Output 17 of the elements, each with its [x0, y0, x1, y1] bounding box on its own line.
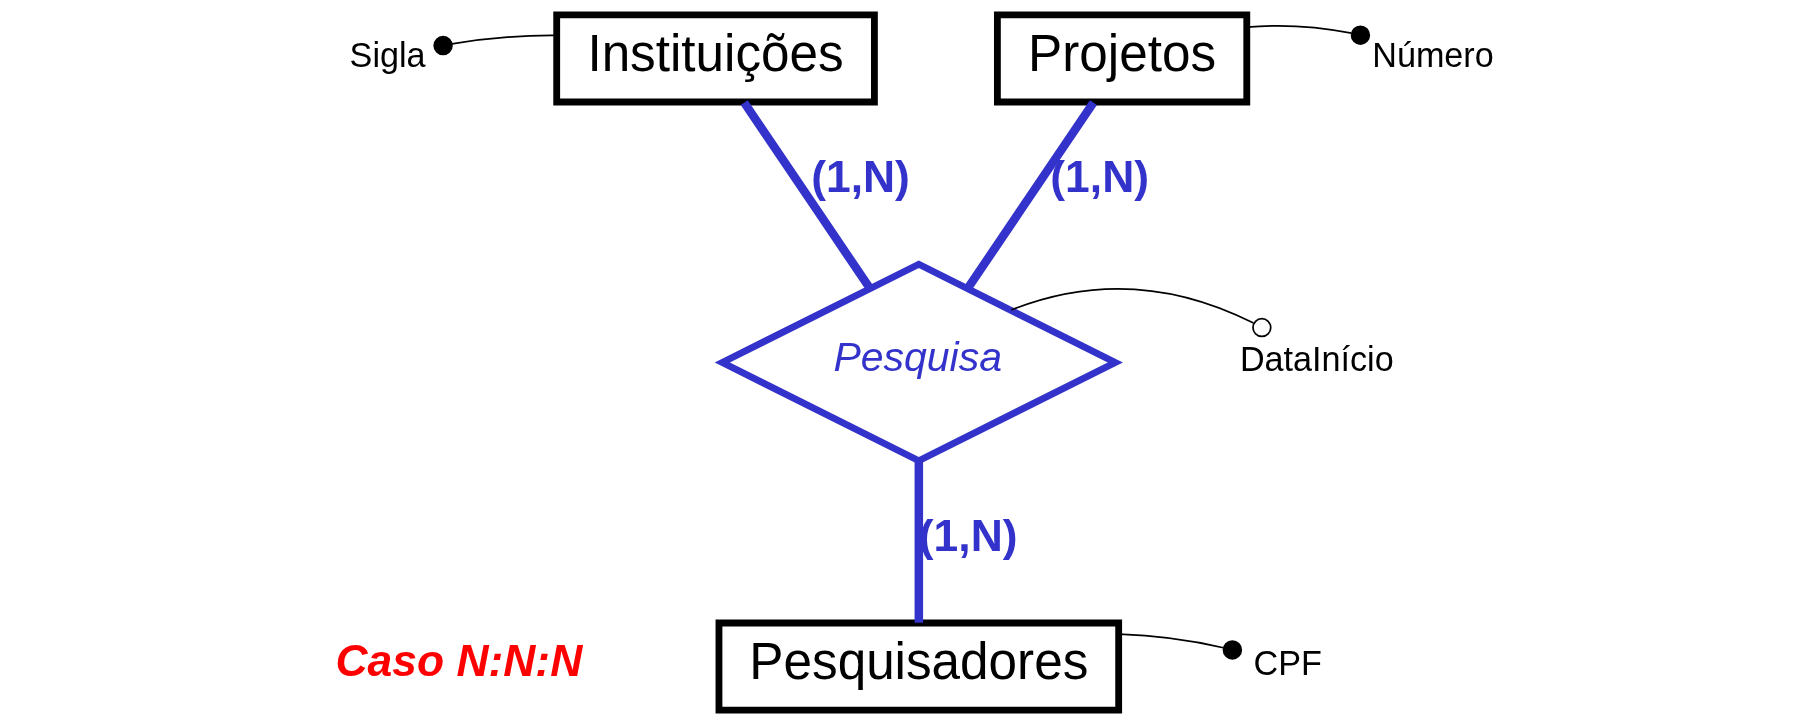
- connector: [740, 100, 873, 291]
- connector: [432, 34, 557, 56]
- node-box: Pesquisadores: [715, 619, 1122, 714]
- connector: [963, 100, 1097, 291]
- node-text: CPF: [1253, 644, 1322, 683]
- node-text: DataInício: [1239, 340, 1394, 379]
- label: Caso N:N:N: [335, 635, 582, 685]
- node-box: Instituições: [552, 11, 878, 106]
- connector: [914, 461, 923, 623]
- node-text: Número: [1371, 35, 1494, 74]
- edge-label: (1,N): [810, 152, 910, 202]
- edge-label: (1,N): [1049, 152, 1149, 202]
- connector: [1009, 288, 1272, 338]
- edge-label: (1,N): [918, 510, 1018, 560]
- node-diamond: Pesquisa: [714, 260, 1123, 465]
- node-text: Sigla: [349, 35, 426, 74]
- node-box: Projetos: [993, 11, 1250, 106]
